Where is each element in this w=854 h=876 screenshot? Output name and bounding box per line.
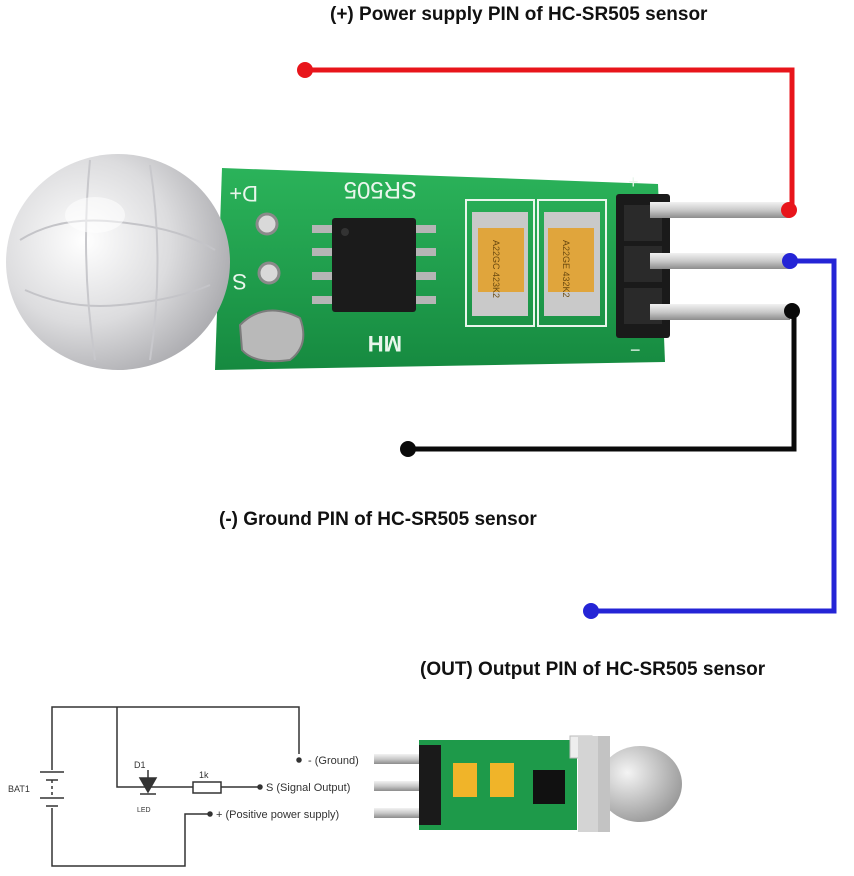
pin-label-ground: - (Ground): [308, 755, 359, 767]
capacitor-1: A22GC 423K2: [465, 199, 535, 327]
led-label: LED: [137, 807, 151, 814]
power-wire: [297, 62, 797, 218]
capacitor-1-text: A22GC 423K2: [491, 240, 501, 298]
ground-pin-label: (-) Ground PIN of HC-SR505 sensor: [219, 509, 537, 530]
silk-model: SR505: [344, 176, 417, 203]
battery-label: BAT1: [8, 784, 30, 794]
header-pin-ground: [650, 304, 790, 320]
sensor-board-photo: D+ SR505 S MH + −: [6, 154, 790, 370]
diode-label: D1: [134, 760, 146, 770]
output-pin-label: (OUT) Output PIN of HC-SR505 sensor: [420, 659, 766, 680]
silk-vendor: MH: [368, 331, 402, 356]
resistor-label: 1k: [199, 770, 209, 780]
capacitor-2: A22GE 432K2: [537, 199, 607, 327]
power-pin-label: (+) Power supply PIN of HC-SR505 sensor: [330, 4, 708, 25]
header-pin-power: [650, 202, 790, 218]
silk-minus: −: [630, 340, 641, 360]
via-hole-mid: [257, 261, 281, 285]
output-wire: [583, 253, 837, 619]
small-sensor-board: [419, 735, 682, 832]
pin-label-signal: S (Signal Output): [266, 782, 350, 794]
pir-lens-dome: [6, 154, 230, 370]
silk-pin-top: D+: [229, 181, 258, 206]
header-pin-output: [650, 253, 790, 269]
ic-chip: [312, 218, 436, 312]
capacitor-2-text: A22GE 432K2: [561, 240, 571, 298]
pin-label-power: + (Positive power supply): [216, 809, 339, 821]
ground-wire: [400, 303, 800, 457]
small-board-pins: [374, 754, 430, 818]
schematic-circuit: [40, 706, 302, 867]
via-hole-top: [255, 212, 279, 236]
silk-pin-mid: S: [232, 269, 247, 294]
solder-blob: [238, 309, 305, 363]
silk-plus: +: [628, 172, 639, 192]
